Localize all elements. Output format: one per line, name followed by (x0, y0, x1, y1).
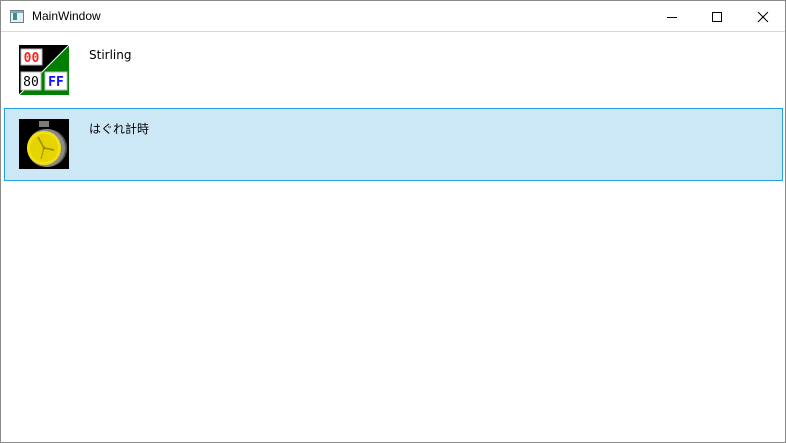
minimize-button[interactable] (649, 1, 695, 32)
window-app-icon[interactable] (10, 10, 24, 23)
title-bar[interactable]: MainWindow (1, 1, 785, 32)
close-icon (757, 11, 769, 22)
app-list[interactable]: 00 80 FF Stirling (3, 34, 784, 440)
list-item-hagure-keiji[interactable]: はぐれ計時 (4, 108, 783, 181)
maximize-button[interactable] (694, 1, 740, 32)
list-item-label: はぐれ計時 (89, 122, 150, 136)
stirling-app-icon: 00 80 FF (19, 45, 69, 95)
list-item-stirling[interactable]: 00 80 FF Stirling (4, 34, 783, 107)
stirling-icon-text-80: 80 (23, 75, 39, 90)
stirling-icon-text-ff: FF (48, 75, 64, 90)
minimize-icon (667, 16, 677, 18)
stirling-icon-text-00: 00 (24, 51, 40, 66)
maximize-icon (712, 11, 722, 22)
close-button[interactable] (740, 1, 786, 32)
stopwatch-app-icon (19, 119, 69, 169)
list-item-label: Stirling (89, 48, 132, 62)
window-title: MainWindow (32, 9, 101, 23)
